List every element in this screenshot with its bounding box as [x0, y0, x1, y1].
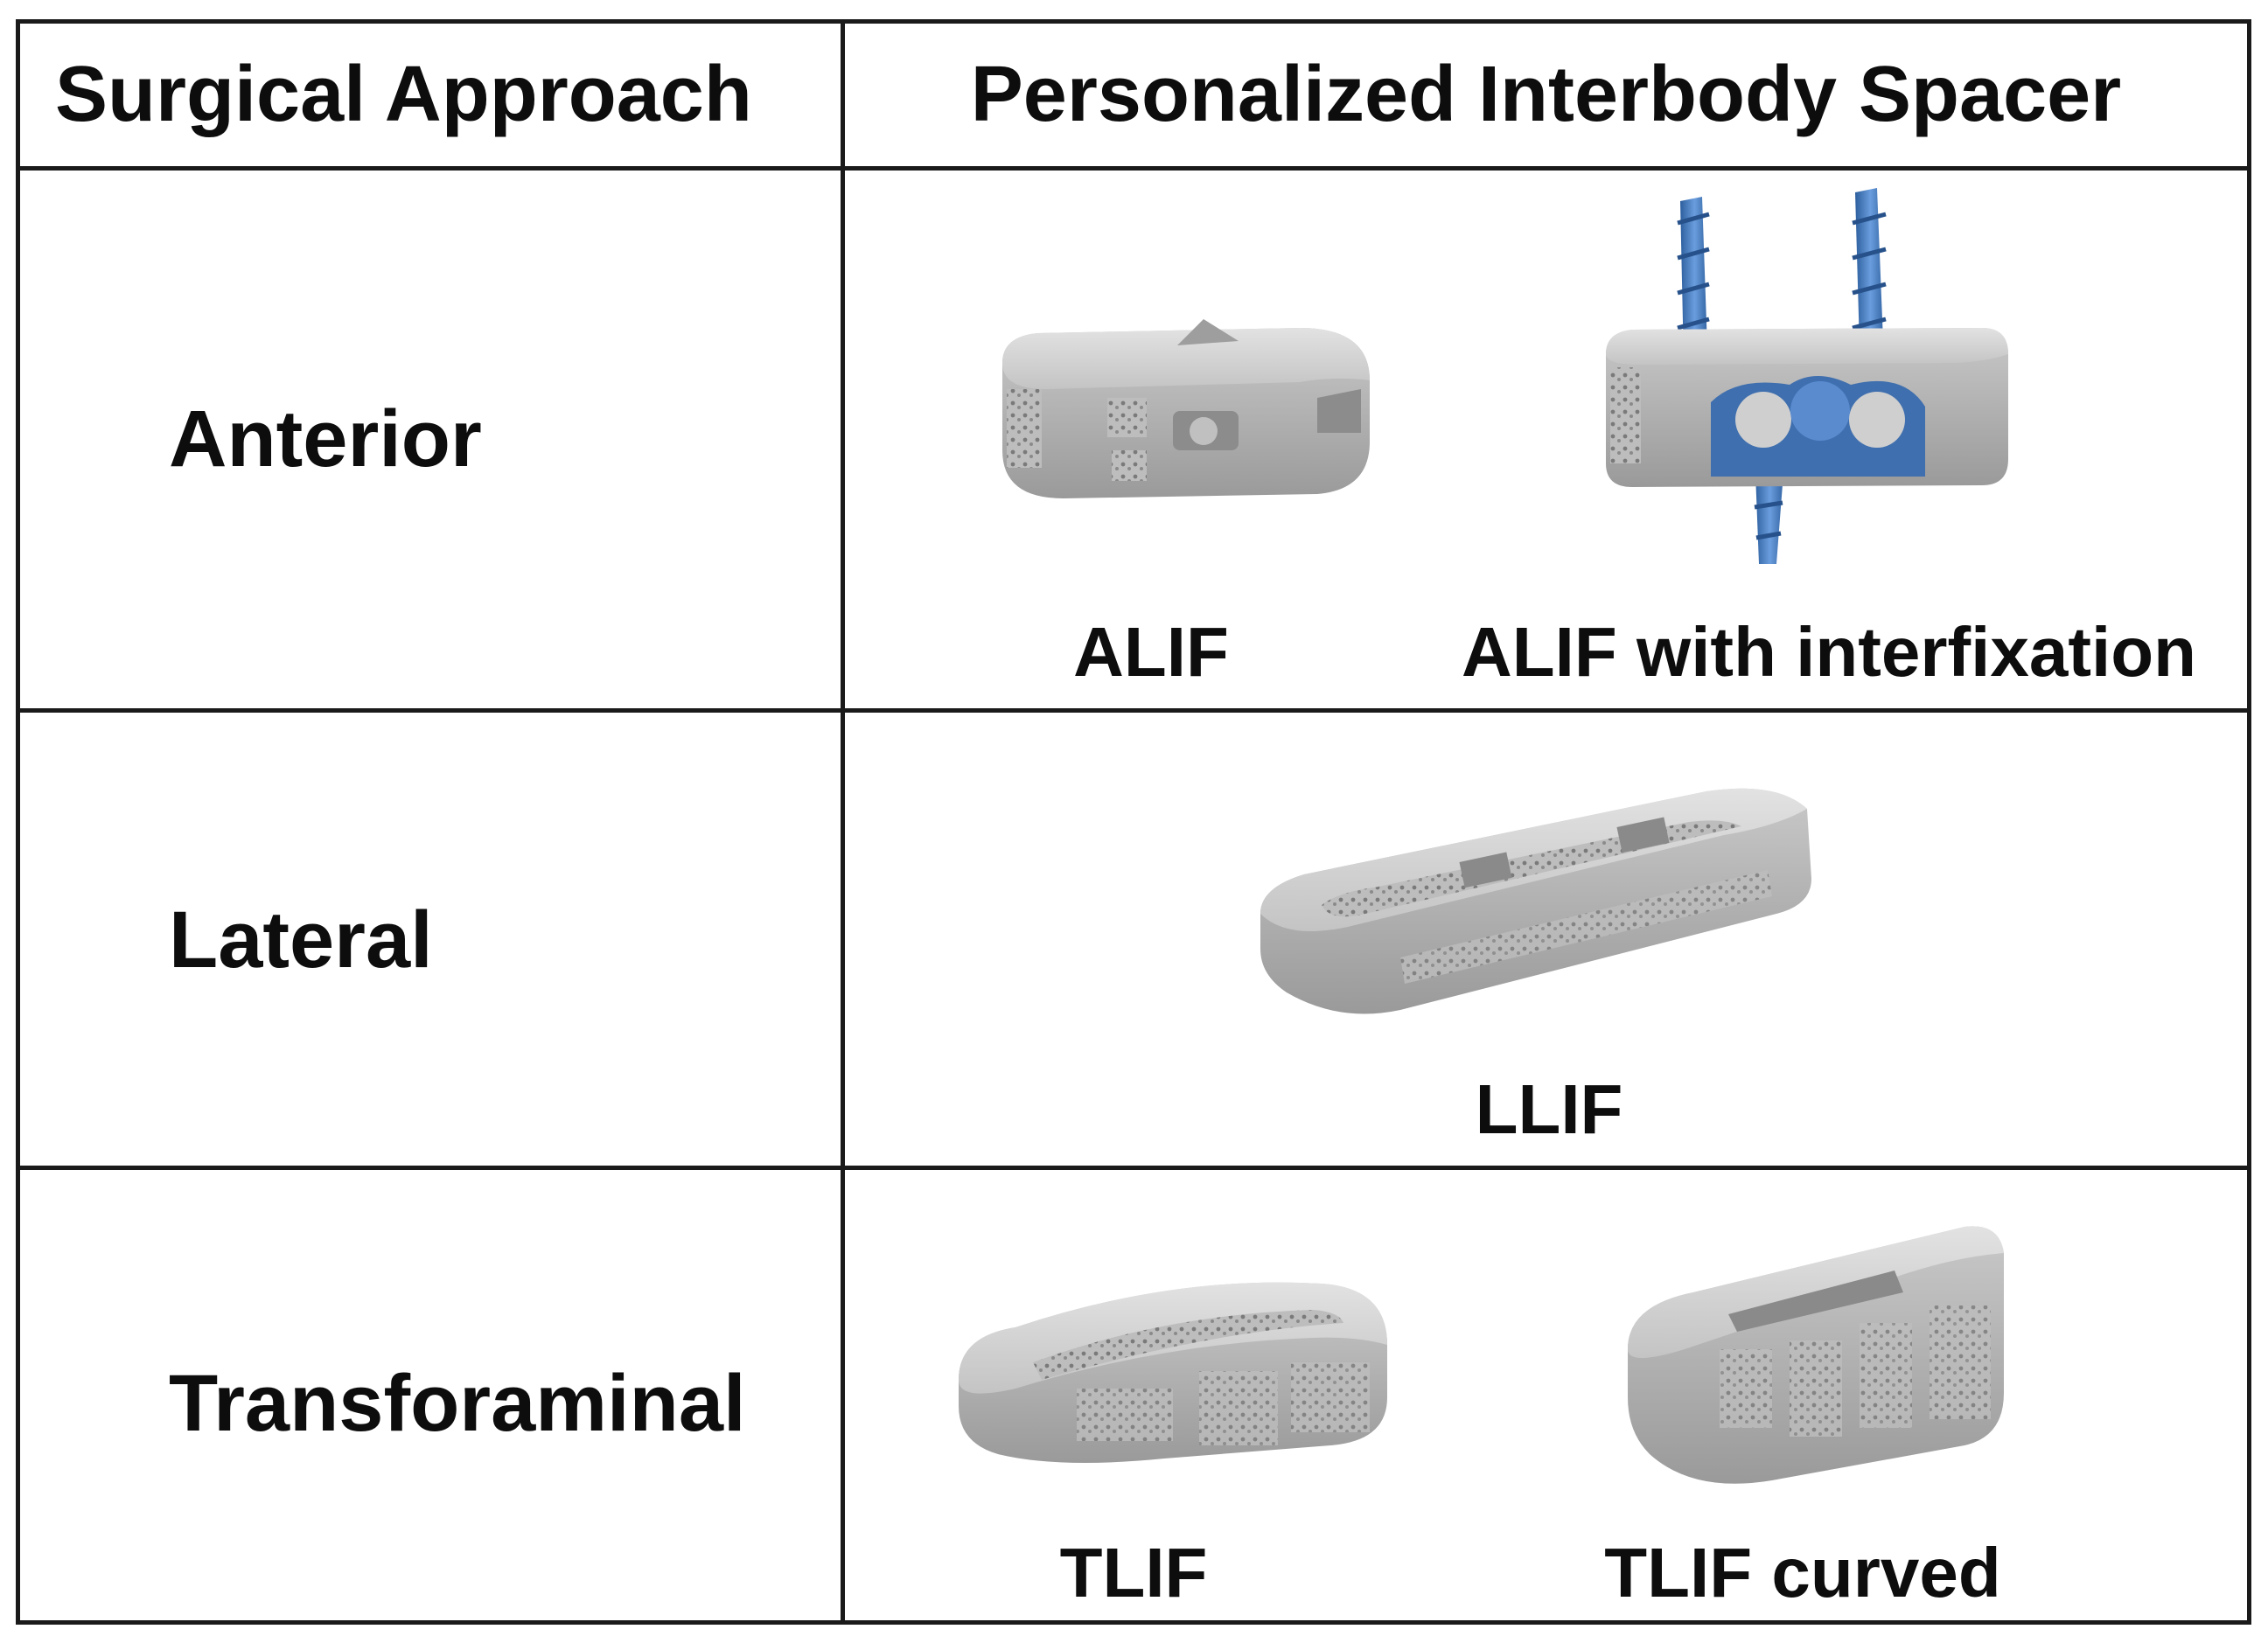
tlif-curved-spacer-icon: [1628, 1226, 2004, 1484]
label-alif: ALIF: [1073, 613, 1229, 691]
label-tlif-curved: TLIF curved: [1604, 1534, 2001, 1612]
comparison-table: Surgical Approach Personalized Interbody…: [16, 19, 2251, 1625]
alif-interfixation-spacer-icon: [1606, 188, 2008, 564]
header-interbody-spacer: Personalized Interbody Spacer: [845, 24, 2247, 171]
row-transforaminal-spacer-cell: TLIF TLIF curved: [845, 1170, 2247, 1620]
row-anterior-approach-cell: Anterior: [20, 171, 845, 713]
row-lateral-spacer-cell: LLIF: [845, 713, 2247, 1170]
approach-transforaminal: Transforaminal: [169, 1359, 746, 1448]
row-lateral-approach-cell: Lateral: [20, 713, 845, 1170]
approach-anterior: Anterior: [169, 394, 482, 484]
tlif-spacer-icon: [959, 1282, 1387, 1463]
llif-spacer-icon: [1260, 788, 1811, 1014]
row-transforaminal-approach-cell: Transforaminal: [20, 1170, 845, 1620]
label-tlif: TLIF: [1059, 1534, 1208, 1612]
approach-lateral: Lateral: [169, 895, 433, 985]
alif-spacer-icon: [1002, 319, 1370, 498]
label-alif-interfixation: ALIF with interfixation: [1462, 613, 2196, 691]
row-anterior-spacer-cell: ALIF ALIF with interfixation: [845, 171, 2247, 713]
header-surgical-approach: Surgical Approach: [20, 24, 845, 171]
label-llif: LLIF: [1475, 1070, 1623, 1148]
